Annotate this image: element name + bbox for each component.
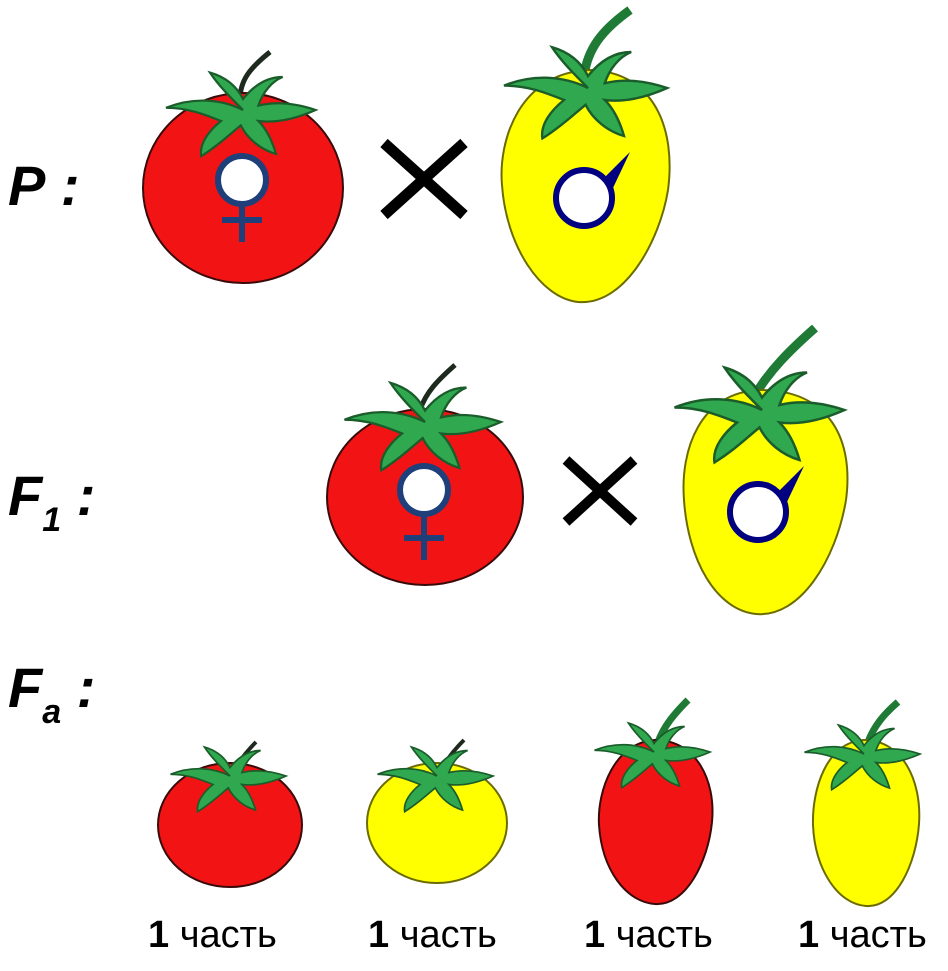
ratio-unit: часть [830, 914, 927, 956]
f1-cross-symbol [566, 460, 634, 522]
ratio-unit: часть [400, 914, 497, 956]
f1-yellow-oval-tomato [675, 328, 848, 614]
offspring-ratio-1: 1 часть [148, 914, 277, 957]
offspring-ratio-3: 1 часть [584, 914, 713, 957]
fa-red-oval-tomato [595, 700, 713, 904]
ratio-count: 1 [584, 914, 605, 956]
fa-yellow-oval-tomato [805, 702, 921, 906]
p-yellow-oval-tomato [502, 10, 670, 302]
ratio-count: 1 [368, 914, 389, 956]
offspring-ratio-4: 1 часть [798, 914, 927, 957]
p-cross-symbol [384, 143, 464, 215]
fa-red-round-tomato [158, 742, 302, 887]
fa-yellow-round-tomato [367, 740, 507, 883]
ratio-unit: часть [180, 914, 277, 956]
ratio-count: 1 [798, 914, 819, 956]
ratio-unit: часть [616, 914, 713, 956]
ratio-count: 1 [148, 914, 169, 956]
offspring-ratio-2: 1 часть [368, 914, 497, 957]
